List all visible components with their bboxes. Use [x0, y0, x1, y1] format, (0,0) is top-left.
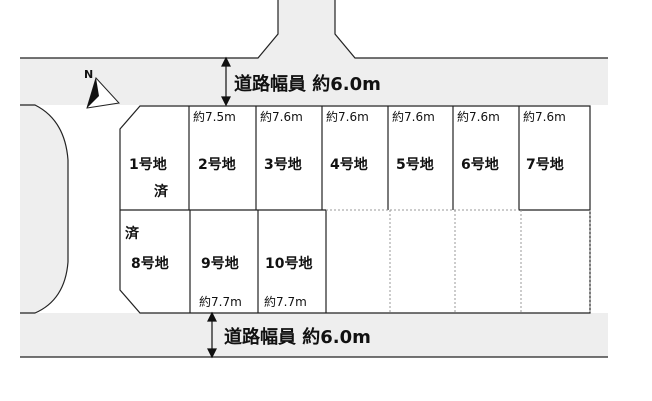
lot-8-label: 8号地 [131, 255, 169, 272]
bottom-road-dimension [207, 311, 217, 359]
road-network [20, 0, 608, 357]
lot-4-label: 4号地 [330, 156, 368, 173]
top-road-dimension [221, 56, 231, 107]
lot-2-width: 約7.5m [193, 109, 236, 124]
top-road-width-label: 道路幅員 約6.0m [234, 73, 381, 95]
bottom-road-width-label: 道路幅員 約6.0m [224, 326, 371, 348]
lot-9-width: 約7.7m [199, 294, 242, 309]
top-road [20, 0, 608, 105]
dotted-dividers [326, 209, 591, 313]
lot-7-label: 7号地 [526, 156, 564, 173]
lot-dividers [120, 106, 590, 313]
lot-5-label: 5号地 [396, 156, 434, 173]
left-road [20, 105, 68, 313]
lot-4-width: 約7.6m [326, 109, 369, 124]
lot-5-width: 約7.6m [392, 109, 435, 124]
lot-8-sold-mark: 済 [125, 225, 140, 242]
lot-6-width: 約7.6m [457, 109, 500, 124]
north-symbol: N [84, 68, 93, 81]
lot-1-sold-mark: 済 [154, 183, 169, 200]
road-edges [20, 0, 608, 358]
lot-10-label: 10号地 [265, 255, 312, 272]
bottom-road [20, 313, 608, 357]
lot-3-label: 3号地 [264, 156, 302, 173]
lot-9-label: 9号地 [201, 255, 239, 272]
lot-10-width: 約7.7m [264, 294, 307, 309]
lot-7-width: 約7.6m [523, 109, 566, 124]
lot-1-label: 1号地 [129, 156, 167, 173]
lot-6-label: 6号地 [461, 156, 499, 173]
lot-3-width: 約7.6m [260, 109, 303, 124]
north-arrow-icon: N [84, 68, 121, 109]
lot-2-label: 2号地 [198, 156, 236, 173]
